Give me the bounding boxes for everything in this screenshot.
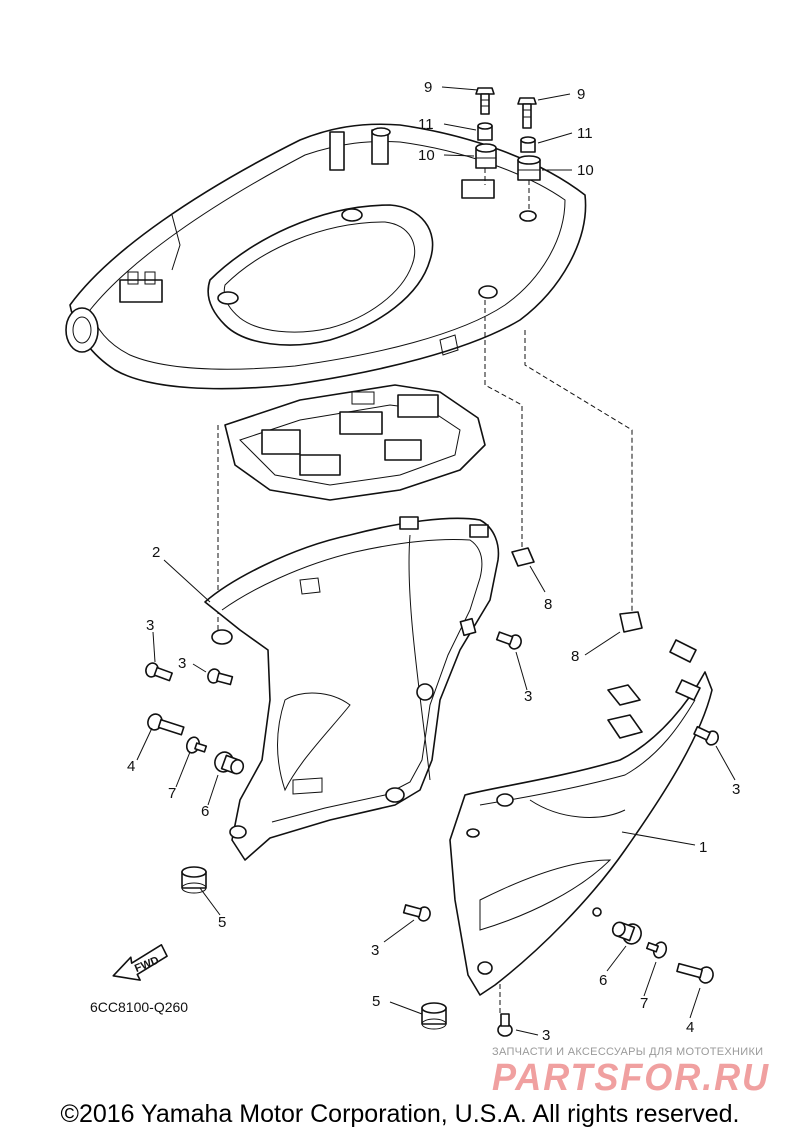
callout-11-right: 11 — [577, 125, 593, 142]
callout-3-b: 3 — [178, 655, 186, 672]
callout-4-a: 4 — [127, 758, 135, 775]
callout-5-b: 5 — [372, 993, 380, 1010]
callout-3-a: 3 — [146, 617, 154, 634]
callout-9-right: 9 — [577, 86, 585, 103]
exploded-parts-diagram: 9 9 11 11 10 10 2 3 3 8 8 3 4 7 6 3 1 5 … — [65, 79, 770, 1099]
callout-3-d: 3 — [732, 781, 740, 798]
callout-9-left: 9 — [424, 79, 432, 96]
small-fasteners-drawing — [145, 631, 719, 1037]
callout-3-f: 3 — [542, 1027, 550, 1044]
fwd-arrow-icon — [112, 944, 168, 981]
watermark-logo: PARTSFOR.RU — [492, 1057, 770, 1099]
fwd-arrow: FWD — [112, 944, 168, 981]
callout-7-a: 7 — [168, 785, 176, 802]
callout-11-left: 11 — [418, 116, 434, 133]
leader-lines — [136, 86, 736, 1036]
callout-3-c: 3 — [524, 688, 532, 705]
callout-labels: 9 9 11 11 10 10 2 3 3 8 8 3 4 7 6 3 1 5 … — [127, 79, 740, 1044]
side-cover-right-drawing — [449, 639, 713, 996]
copyright-notice: ©2016 Yamaha Motor Corporation, U.S.A. A… — [60, 1100, 740, 1128]
side-cover-left-drawing — [204, 516, 500, 861]
callout-8-a: 8 — [544, 596, 552, 613]
callout-7-b: 7 — [640, 995, 648, 1012]
callout-4-b: 4 — [686, 1019, 694, 1036]
callout-10-left: 10 — [418, 147, 435, 164]
engine-block-drawing — [224, 384, 486, 501]
watermark: ЗАПЧАСТИ И АКСЕССУАРЫ ДЛЯ МОТОТЕХНИКИ PA… — [492, 1046, 770, 1099]
diagram-code: 6CC8100-Q260 — [90, 999, 188, 1015]
fwd-label: FWD — [133, 954, 161, 975]
callout-10-right: 10 — [577, 162, 594, 179]
top-fasteners-drawing — [475, 87, 541, 210]
bottom-cowling-drawing — [65, 123, 587, 390]
callout-1: 1 — [699, 839, 707, 856]
callout-6-b: 6 — [599, 972, 607, 989]
callout-3-e: 3 — [371, 942, 379, 959]
clip-nuts-drawing — [511, 547, 643, 633]
callout-8-b: 8 — [571, 648, 579, 665]
callout-6-a: 6 — [201, 803, 209, 820]
callout-2: 2 — [152, 544, 160, 561]
callout-5-a: 5 — [218, 914, 226, 931]
watermark-tagline: ЗАПЧАСТИ И АКСЕССУАРЫ ДЛЯ МОТОТЕХНИКИ — [492, 1046, 763, 1058]
